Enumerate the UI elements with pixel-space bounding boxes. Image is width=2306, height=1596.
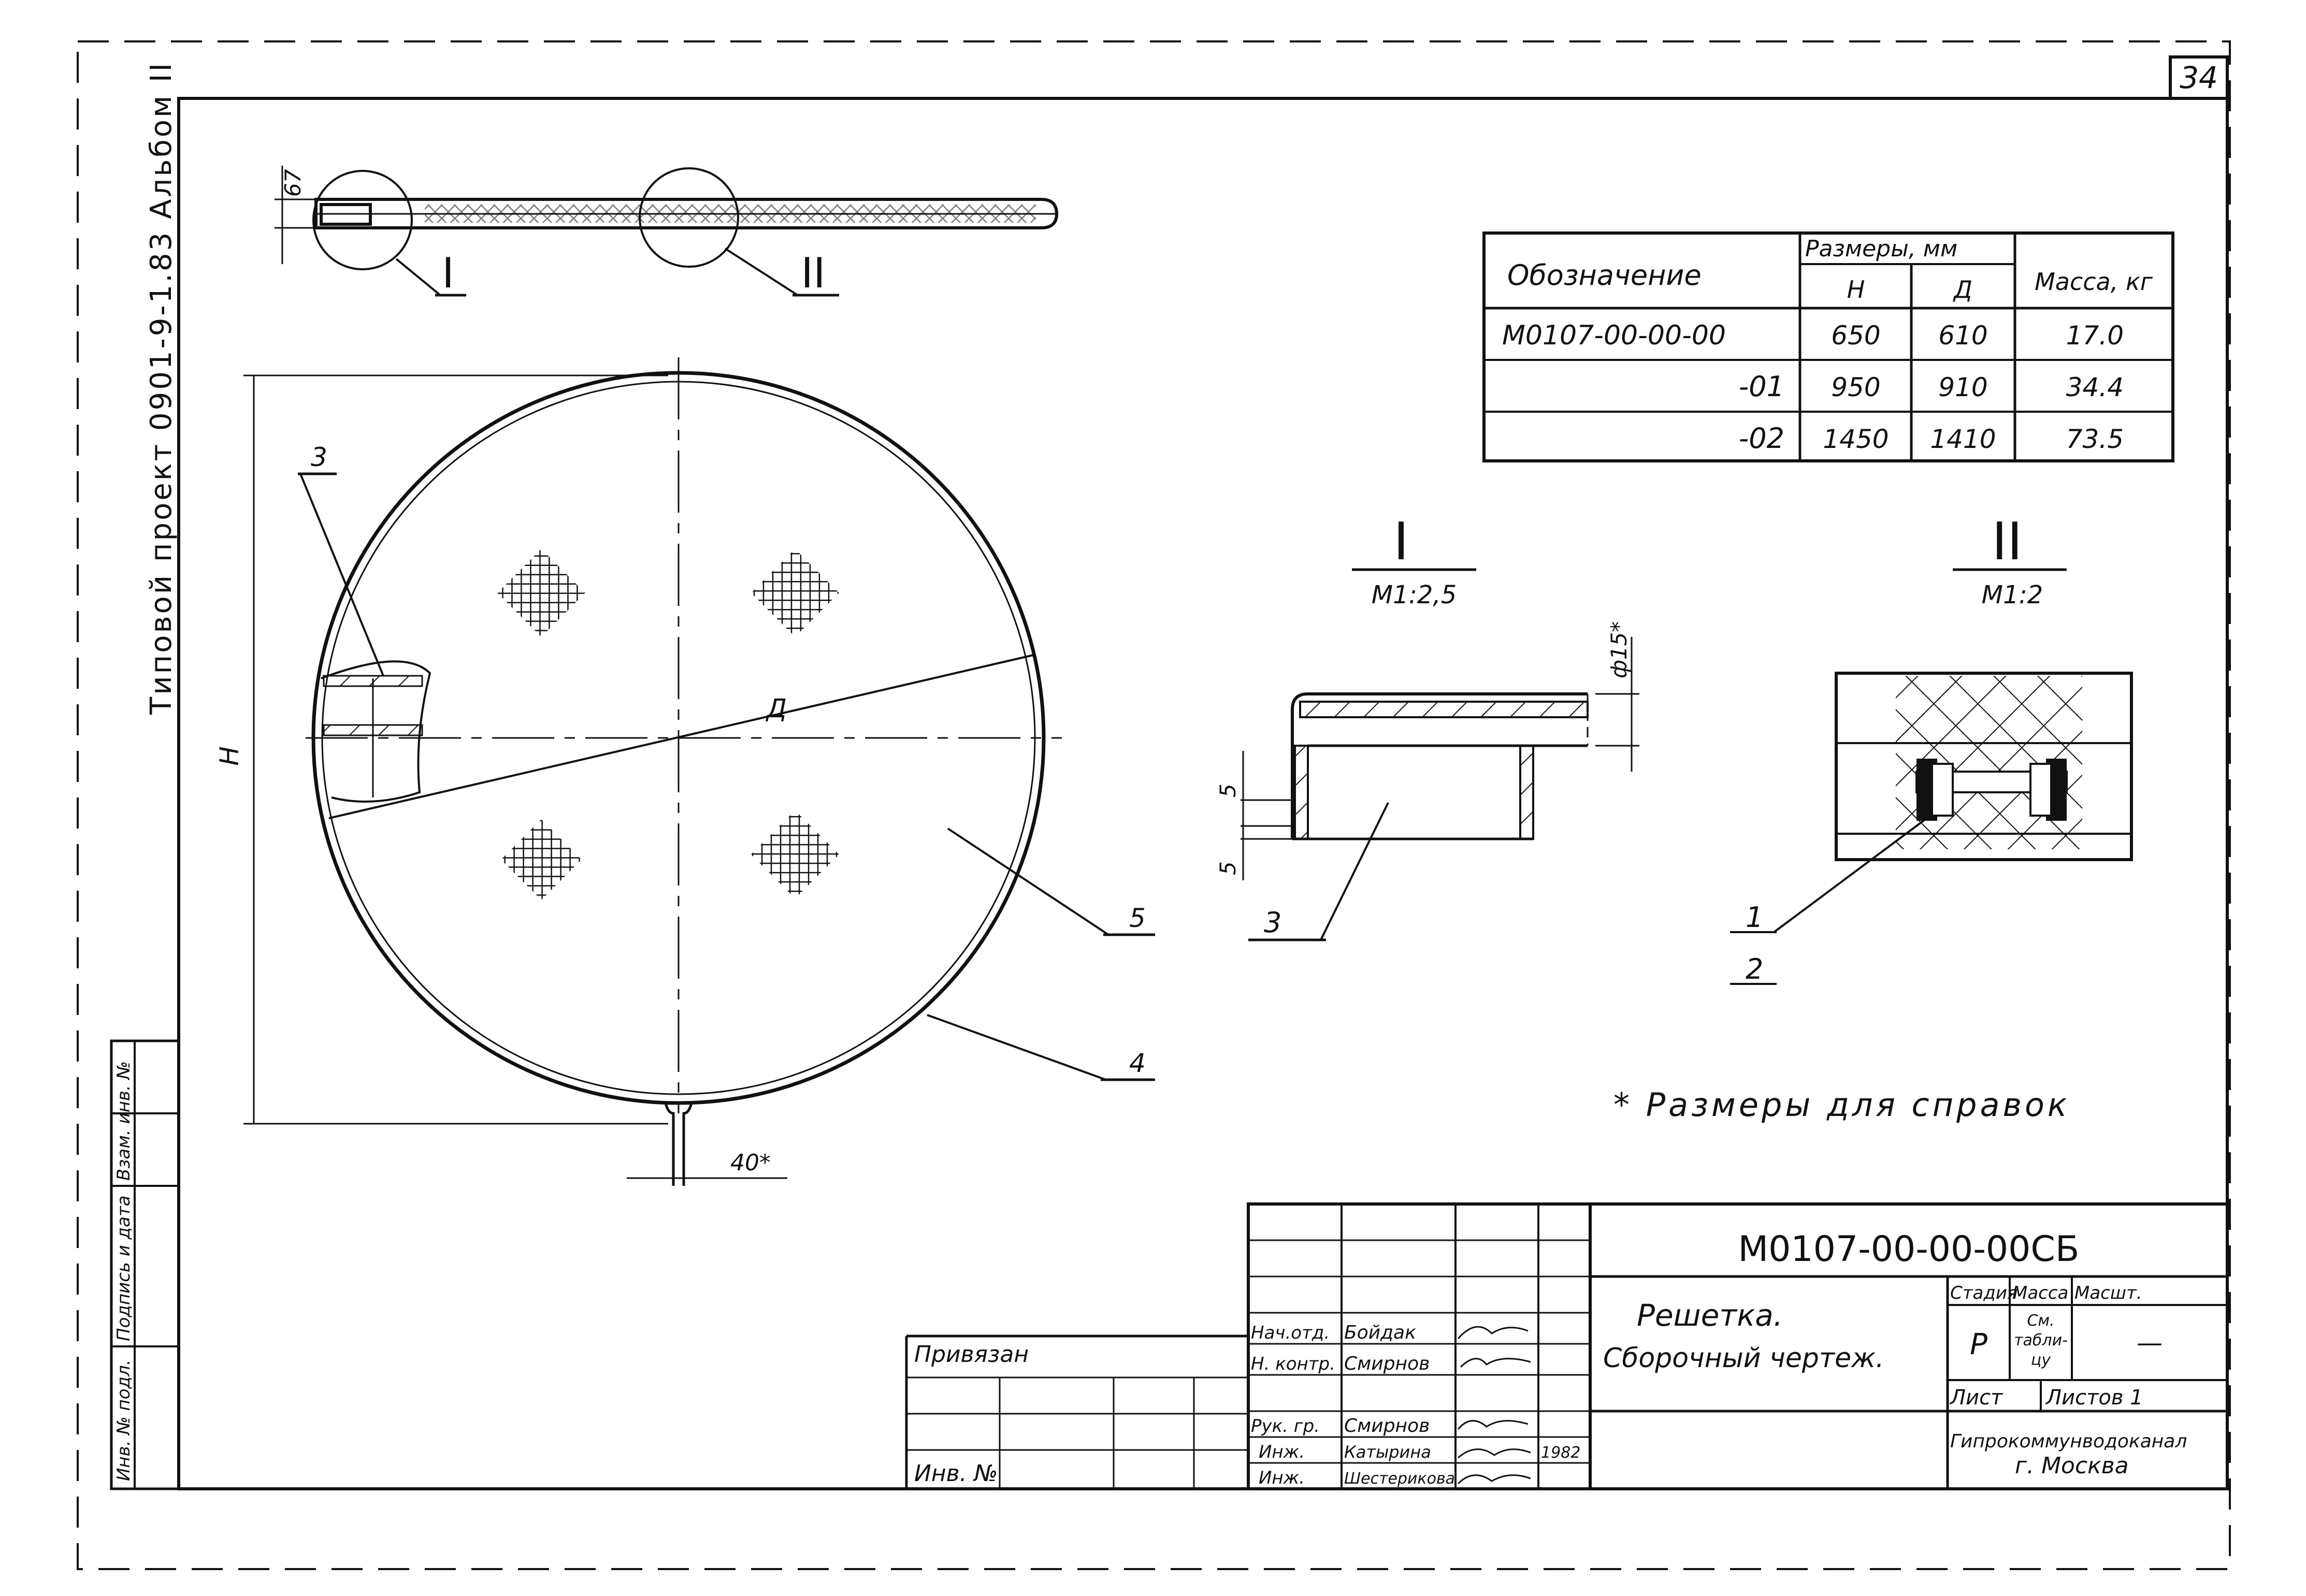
title-line-2: Сборочный чертеж. xyxy=(1603,1343,1884,1374)
dim-thickness: 67 xyxy=(280,169,306,197)
th-d: Д xyxy=(1953,275,1972,303)
callout-circle-2 xyxy=(639,167,739,268)
signatures xyxy=(1457,1326,1531,1485)
dim-40-label: 40* xyxy=(730,1150,771,1176)
mesh-patch xyxy=(751,810,839,898)
row2-mass: 73.5 xyxy=(2066,424,2124,454)
title-block: Привязан Инв. № Нач.отд. Бойдак Н. контр… xyxy=(905,1202,2229,1490)
sheets-label: Листов 1 xyxy=(2045,1386,2143,1410)
staff-role-1: Н. контр. xyxy=(1251,1354,1335,1374)
detail-1-dim-5a: 5 xyxy=(1215,784,1241,797)
detail-2-scale: М1:2 xyxy=(1982,581,2043,610)
callout-label-1: I xyxy=(442,249,454,297)
staff-name-3: Катырина xyxy=(1344,1442,1431,1462)
mass-value-3: цу xyxy=(2031,1351,2051,1369)
row0-d: 610 xyxy=(1938,321,1987,351)
row2-designation: -02 xyxy=(1739,422,1784,455)
reference-note: * Размеры для справок xyxy=(1613,1086,2070,1124)
left-stamp: Инв. № подл. Подпись и дата Взам. инв. № xyxy=(110,1039,180,1490)
row2-h: 1450 xyxy=(1823,424,1889,454)
dim-d-label: Д xyxy=(766,693,787,723)
scale-label: Масшт. xyxy=(2074,1283,2142,1303)
detail-1-scale: М1:2,5 xyxy=(1372,581,1457,610)
row1-mass: 34.4 xyxy=(2066,372,2124,402)
detail-2: II М1:2 1 2 xyxy=(1730,511,2133,985)
staff-role-3: Инж. xyxy=(1259,1442,1305,1462)
th-dimensions: Размеры, мм xyxy=(1805,236,1957,262)
inner-frame xyxy=(177,97,2229,1490)
mesh-patch xyxy=(497,549,585,637)
th-h: H xyxy=(1847,275,1865,303)
size-table: Обозначение Размеры, мм H Д Масса, кг М0… xyxy=(1482,231,2174,462)
doc-code: М0107-00-00-00СБ xyxy=(1738,1229,2079,1270)
th-designation: Обозначение xyxy=(1507,259,1702,292)
outer-frame xyxy=(77,40,2231,1570)
staff-name-0: Бойдак xyxy=(1344,1322,1416,1343)
pos-5-label: 5 xyxy=(1129,903,1146,933)
row1-designation: -01 xyxy=(1739,370,1784,403)
detail-1-dim-dia: ф15* xyxy=(1606,621,1632,678)
row0-designation: М0107-00-00-00 xyxy=(1502,320,1726,351)
mass-value-1: См. xyxy=(2027,1312,2054,1330)
staff-name-2: Смирнов xyxy=(1344,1415,1430,1437)
staff-role-4: Инж. xyxy=(1259,1468,1305,1488)
row1-d: 910 xyxy=(1938,372,1987,402)
staff-role-0: Нач.отд. xyxy=(1251,1323,1330,1343)
sheet-label: Лист xyxy=(1949,1386,2004,1410)
row0-h: 650 xyxy=(1831,321,1880,351)
year-label: 1982 xyxy=(1541,1444,1580,1462)
privyazan-label: Привязан xyxy=(914,1341,1029,1368)
detail-1-dim-5b: 5 xyxy=(1215,861,1241,875)
org-line-2: г. Москва xyxy=(2015,1453,2129,1479)
staff-name-4: Шестерикова xyxy=(1344,1470,1455,1488)
row0-mass: 17.0 xyxy=(2066,321,2124,351)
detail-2-pos-2: 2 xyxy=(1746,953,1763,985)
callout-label-2: II xyxy=(801,249,825,297)
side-title: Типовой проект 0901-9-1.83 Альбом II xyxy=(145,61,178,715)
mesh-patch xyxy=(751,549,839,637)
callout-circle-1 xyxy=(312,170,413,270)
org-line-1: Гипрокоммунводоканал xyxy=(1950,1431,2187,1452)
detail-1-title: I xyxy=(1393,511,1409,572)
sheet-number-box: 34 xyxy=(2169,55,2229,100)
scale-value: — xyxy=(2137,1328,2163,1358)
title-line-1: Решетка. xyxy=(1637,1298,1783,1333)
plan-view: H Д 3 5 4 40* xyxy=(214,357,1155,1186)
staff-role-2: Рук. гр. xyxy=(1251,1416,1320,1437)
stage-label: Стадия xyxy=(1950,1283,2017,1303)
stamp-replace-label: Взам. инв. № xyxy=(113,1061,134,1181)
sheet-number: 34 xyxy=(2180,60,2218,95)
mesh-patch xyxy=(501,819,582,900)
top-view: I II 67 xyxy=(275,166,1059,297)
mass-value-2: табли- xyxy=(2014,1331,2068,1350)
detail-1-pos: 3 xyxy=(1264,906,1281,939)
detail-2-pos-1: 1 xyxy=(1746,901,1763,934)
stamp-sign-label: Подпись и дата xyxy=(113,1195,134,1341)
detail-2-title: II xyxy=(1992,511,2023,572)
inv-no-label: Инв. № xyxy=(914,1460,998,1487)
detail-1: I М1:2,5 ф15* 5 5 3 xyxy=(1215,511,1639,941)
dim-h-label: H xyxy=(214,746,244,766)
row2-d: 1410 xyxy=(1930,424,1996,454)
pos-3-label: 3 xyxy=(311,442,327,472)
staff-name-1: Смирнов xyxy=(1344,1353,1430,1374)
pos-4-label: 4 xyxy=(1129,1048,1146,1078)
row1-h: 950 xyxy=(1831,372,1880,402)
stamp-inv-label: Инв. № подл. xyxy=(113,1359,134,1481)
mass-label: Масса xyxy=(2012,1283,2068,1303)
diameter-line xyxy=(328,654,1034,819)
stage-value: Р xyxy=(1970,1328,1987,1361)
th-mass: Масса, кг xyxy=(2035,268,2153,296)
